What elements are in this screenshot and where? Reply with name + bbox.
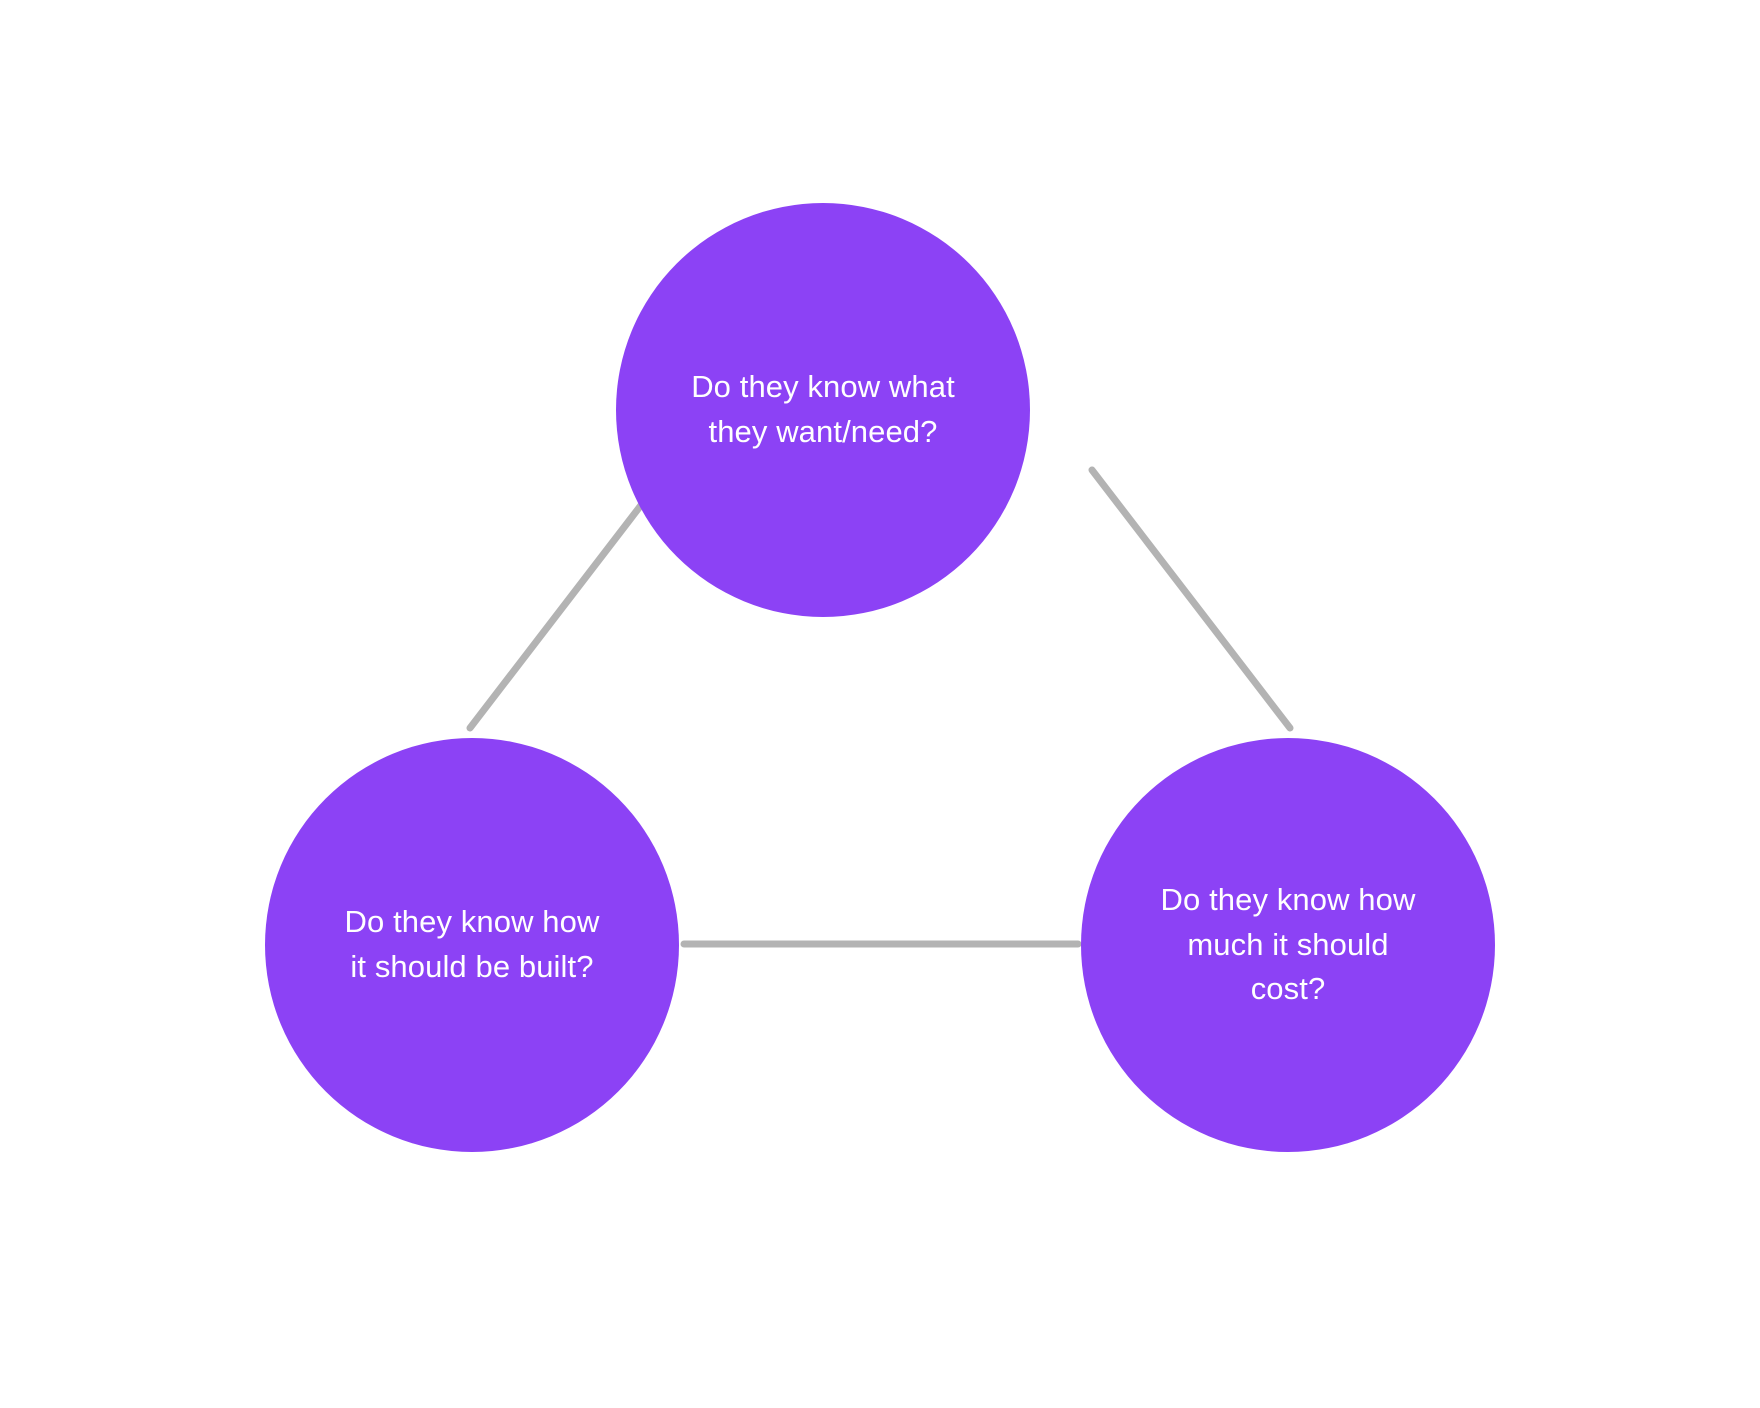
connector-top-to-bottom-right — [1088, 466, 1294, 732]
node-bottom-left-do-they-know-how-built[interactable]: Do they know how it should be built? — [265, 738, 679, 1152]
node-bottom-right-do-they-know-how-much-cost[interactable]: Do they know how much it should cost? — [1081, 738, 1495, 1152]
connector-top-to-bottom-left — [466, 466, 672, 732]
node-bottom-right-label: Do they know how much it should cost? — [1160, 881, 1416, 1007]
node-bottom-left-label: Do they know how it should be built? — [344, 904, 600, 984]
node-top-label: Do they know what they want/need? — [691, 369, 955, 449]
node-top-do-they-know-what-they-want[interactable]: Do they know what they want/need? — [616, 203, 1030, 617]
